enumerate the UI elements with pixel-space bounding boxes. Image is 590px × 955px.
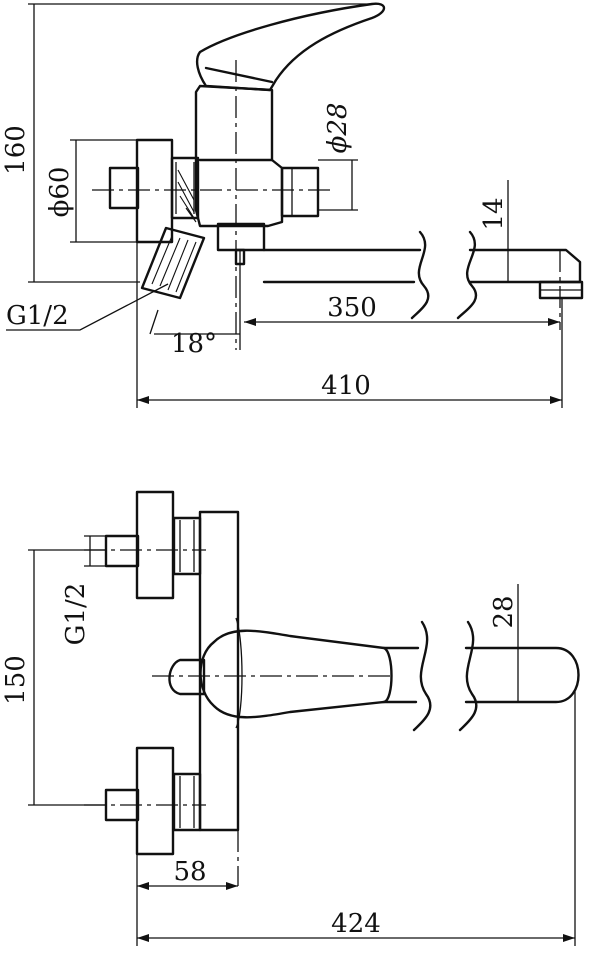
side-handle	[195, 2, 386, 92]
side-inlet-hatch	[151, 235, 197, 293]
dim-424-arrow-right	[563, 934, 575, 942]
side-nut	[170, 156, 200, 220]
side-right-nut	[280, 166, 320, 218]
dim-424-arrow-left	[137, 934, 149, 942]
top-spout-break-1	[412, 620, 432, 732]
side-handle-neck	[204, 66, 274, 84]
side-total-length-label: 410	[321, 371, 371, 401]
side-body-hatch	[177, 169, 197, 223]
top-body-bar	[198, 510, 240, 832]
side-valve-body	[194, 84, 284, 228]
top-inlet-spacing-label: 150	[1, 655, 31, 705]
side-body-diameter-label: ϕ28	[323, 103, 353, 154]
side-inlet-thread-label: G1/2	[6, 301, 69, 331]
top-upper-nut	[172, 516, 202, 576]
top-upper-disc	[135, 490, 175, 600]
dim-58-arrow-left	[137, 882, 149, 890]
top-lower-nut-line	[179, 776, 195, 828]
side-angle-label: 18°	[171, 329, 217, 359]
side-nut-chamfer	[175, 162, 195, 214]
side-eccentric-diameter-label: ϕ60	[45, 167, 75, 218]
dim-410-arrow-right	[550, 396, 562, 404]
top-spout	[382, 646, 580, 704]
dim-angle-ext	[149, 309, 159, 335]
top-upper-nut-line	[179, 520, 195, 572]
top-body-offset-label: 58	[173, 857, 206, 887]
side-eccentric-disc	[135, 138, 174, 244]
dim-350-arrow-left	[244, 318, 256, 326]
top-total-length-label: 424	[331, 909, 381, 939]
side-view: 160 ϕ60 ϕ28 14 G1/2 350 18° 410	[1, 2, 584, 408]
top-lower-nut	[172, 772, 202, 832]
top-handle	[199, 629, 393, 719]
side-spout-break-1	[410, 230, 430, 320]
top-spout-break-2	[458, 620, 478, 732]
top-inlet-thread-label: G1/2	[61, 583, 91, 646]
dim-350-arrow-right	[548, 318, 560, 326]
side-spout-break-2	[456, 230, 478, 320]
side-inlet-stub	[108, 166, 140, 210]
top-upper-stub	[104, 534, 140, 568]
side-angled-inlet	[140, 226, 206, 300]
side-diverter	[216, 222, 266, 252]
side-spout-reach-label: 350	[327, 293, 377, 323]
dim-410-arrow-left	[137, 396, 149, 404]
top-spout-width-label: 28	[489, 595, 519, 628]
side-height-label: 160	[1, 125, 31, 175]
side-spout-height-label: 14	[479, 197, 509, 230]
top-handle-knob	[168, 658, 206, 696]
side-spout	[262, 248, 582, 284]
top-lower-disc	[135, 746, 175, 856]
dim-58-arrow-right	[226, 882, 238, 890]
side-thread-leader	[6, 283, 169, 331]
top-view: G1/2 150 28 58 424	[1, 490, 580, 946]
